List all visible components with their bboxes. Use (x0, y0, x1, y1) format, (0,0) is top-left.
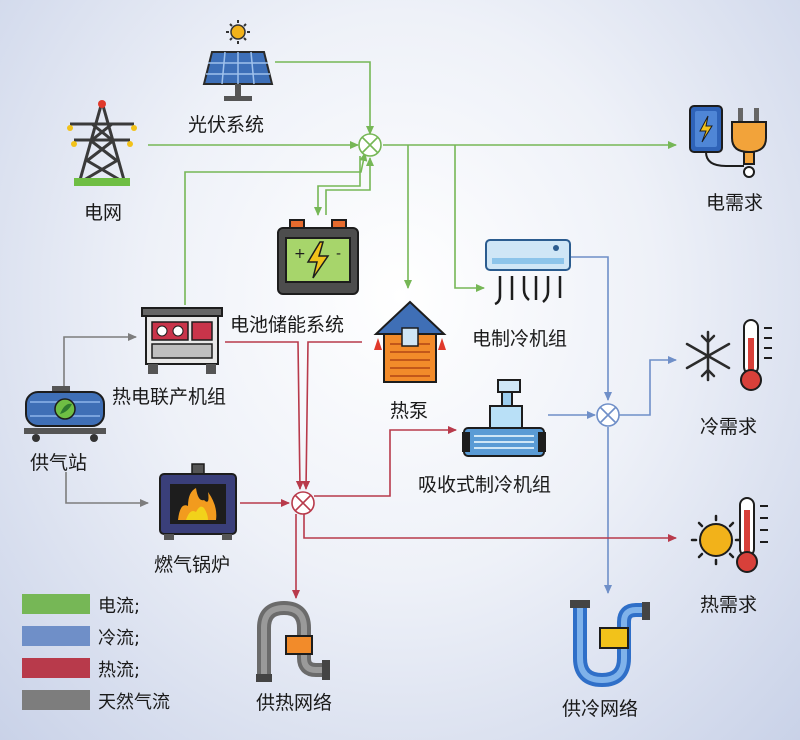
label-heat-demand: 热需求 (700, 594, 758, 616)
plug-socket-icon (689, 105, 767, 178)
svg-text:-: - (336, 246, 341, 262)
absorption-chiller-icon (462, 379, 546, 457)
legend-label-electric: 电流; (98, 596, 141, 617)
label-gas-boiler: 燃气锅炉 (154, 554, 231, 576)
stove-fire-icon (159, 463, 237, 540)
battery-icon: + - (277, 219, 359, 295)
flow-hub-to-battery (314, 156, 361, 216)
label-heat-pump: 热泵 (390, 400, 429, 422)
label-heating-network: 供热网络 (256, 692, 333, 714)
air-conditioner-icon (485, 239, 571, 306)
heating-pipe-icon (256, 600, 330, 682)
legend-label-gas: 天然气流 (98, 692, 170, 713)
flow-battery-to-hub (325, 157, 374, 215)
cooling-pipe-icon (570, 600, 650, 688)
label-cooling-network: 供冷网络 (562, 698, 639, 720)
legend-swatch-gas (22, 690, 90, 710)
label-absorption-chiller: 吸收式制冷机组 (418, 474, 552, 496)
legend-swatch-heat (22, 658, 90, 678)
svg-text:+: + (294, 246, 306, 262)
label-gas-station: 供气站 (30, 452, 88, 474)
legend-swatch-electric (22, 594, 90, 614)
flow-electric-chiller-to-cold-hub (570, 256, 612, 401)
solar-panel-icon (202, 20, 274, 101)
flow-gas-to-boiler (65, 472, 149, 507)
flow-pv-to-hub (275, 61, 374, 135)
legend-label-cold: 冷流; (98, 628, 141, 649)
flow-hub-to-electric-chiller (454, 145, 485, 292)
label-electric-chiller: 电制冷机组 (472, 328, 568, 350)
flow-chp-to-hub (184, 152, 368, 305)
legend-swatch-cold (22, 626, 90, 646)
legend-label-heat: 热流; (98, 660, 141, 681)
snowflake-thermometer-icon (685, 319, 772, 391)
flow-heat-hub-to-absorption (314, 426, 457, 497)
flow-heat-pump-to-heat-hub (302, 341, 362, 490)
generator-icon (141, 307, 223, 374)
gas-tank-icon (24, 386, 106, 442)
label-elec-demand: 电需求 (706, 192, 764, 214)
label-chp: 热电联产机组 (112, 386, 227, 408)
label-pv: 光伏系统 (188, 114, 265, 136)
label-battery: 电池储能系统 (230, 314, 345, 336)
heat-pump-house-icon (373, 300, 447, 383)
flow-chp-to-heat-hub (225, 341, 304, 490)
power-tower-icon (67, 100, 137, 186)
label-cold-demand: 冷需求 (700, 416, 758, 438)
label-grid: 电网 (84, 202, 123, 224)
flow-heat-hub-to-heat-demand (303, 514, 677, 542)
flow-cold-hub-to-cold-demand (619, 356, 677, 416)
sun-thermometer-icon (690, 497, 768, 573)
flow-gas-to-chp (63, 333, 137, 398)
